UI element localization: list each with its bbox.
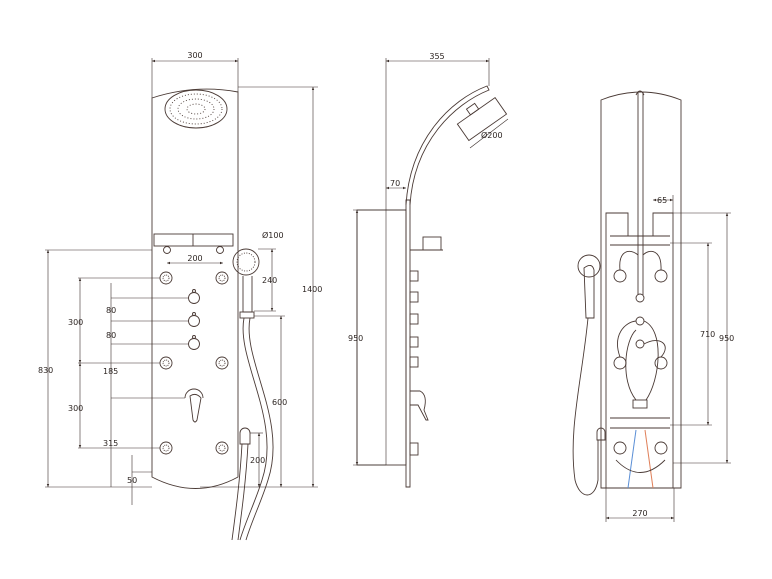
shelf (153, 233, 234, 254)
shower-arm (405, 85, 490, 206)
dim-upper-jet-gap: 300 (68, 318, 83, 327)
side-panel-body (356, 209, 407, 466)
dim-lower-height: 830 (38, 366, 53, 375)
shower-head-side (456, 97, 508, 142)
side-controls (409, 270, 429, 456)
front-dimensions (45, 58, 318, 505)
rear-jets (613, 269, 668, 455)
dim-mid-gap: 185 (103, 367, 118, 376)
mixer-lever (184, 388, 204, 423)
dim-knob-gap-1: 80 (106, 306, 116, 315)
rear-view: 65 710 950 270 (572, 90, 734, 522)
dim-bottom-offset: 50 (127, 476, 137, 485)
rear-hand-shower (572, 254, 606, 496)
hot-water-hose (644, 429, 654, 489)
cold-water-hose (627, 429, 637, 489)
dim-arm-reach: 355 (429, 52, 444, 61)
riser-pipe (637, 92, 644, 295)
front-panel (151, 88, 239, 489)
side-view: 355 Ø200 70 950 (348, 52, 509, 488)
dim-lever-height: 315 (103, 439, 118, 448)
hose-loop-mid (617, 320, 666, 358)
dim-handshower-diameter: Ø100 (262, 230, 284, 240)
dim-holder-height: 600 (272, 398, 287, 407)
rain-shower-head-icon (164, 89, 228, 129)
dim-handshower-offset: 240 (262, 276, 277, 285)
rear-frame (605, 212, 674, 489)
dim-width: 300 (187, 51, 202, 60)
rear-dimensions (605, 195, 731, 522)
dim-lower-jet-gap: 300 (68, 404, 83, 413)
rear-panel (600, 91, 682, 489)
hose-loop-lower (625, 320, 659, 401)
dim-panel-height: 950 (348, 334, 363, 343)
hose-loop-upper (619, 250, 662, 271)
dim-knob-gap-2: 80 (106, 331, 116, 340)
side-shelf (410, 236, 443, 251)
body-jets (159, 271, 229, 455)
dim-inner-height: 710 (700, 330, 715, 339)
hand-shower (231, 248, 274, 541)
front-view: 300 1400 830 200 Ø100 240 600 200 300 80… (38, 51, 322, 541)
dim-outlet-height: 200 (250, 456, 265, 465)
dim-rear-offset: 65 (657, 196, 667, 205)
dim-head-diameter: Ø200 (481, 130, 503, 140)
dim-frame-width: 270 (632, 509, 647, 518)
dim-frame-height: 950 (719, 334, 734, 343)
dim-wall-offset: 70 (390, 179, 400, 188)
side-front-plate (405, 199, 411, 488)
dim-total-height: 1400 (302, 285, 322, 294)
dim-jet-spacing: 200 (187, 254, 202, 263)
side-dimensions (353, 58, 509, 466)
control-knobs (188, 289, 200, 350)
